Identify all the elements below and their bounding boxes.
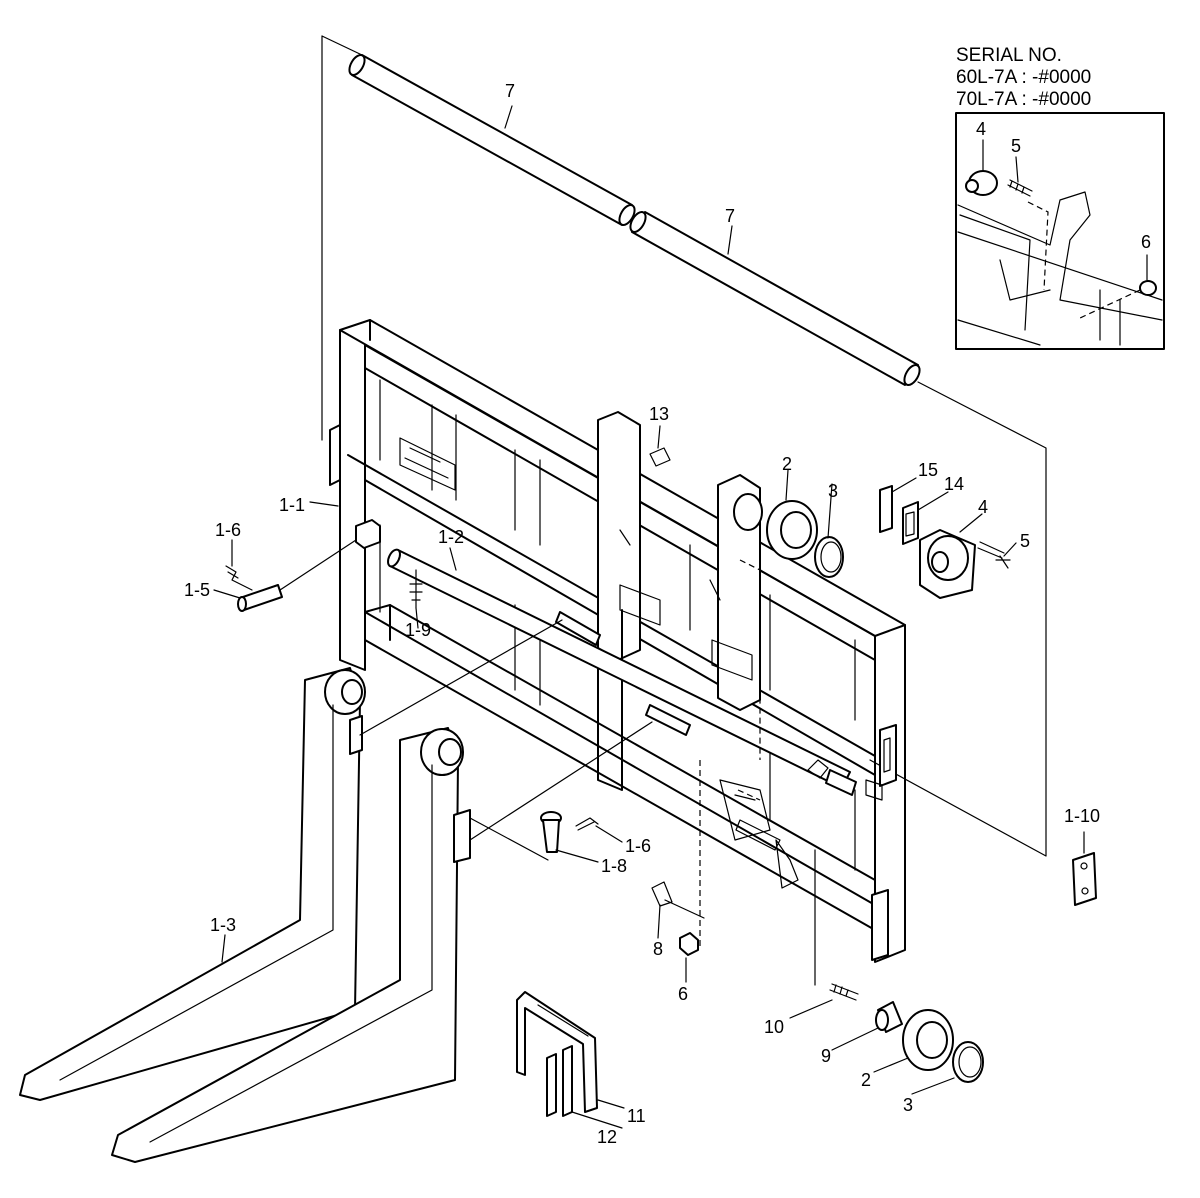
lower-bolt-part (829, 983, 859, 1001)
serial-line-1: 60L-7A : -#0000 (956, 67, 1091, 88)
side-roller-bolt-part (977, 541, 1011, 569)
callout-3-upper: 3 (828, 481, 838, 501)
serial-line-2: 70L-7A : -#0000 (956, 89, 1091, 110)
grease-fitting-part (409, 569, 423, 609)
fork-guide-lines (359, 619, 653, 861)
nut-6-part (679, 932, 699, 956)
link-pin-upper (555, 611, 601, 646)
serial-inset-frame (955, 112, 1165, 350)
fork-right-part (111, 727, 471, 1163)
callout-2-lower: 2 (861, 1070, 871, 1090)
inset-roller-part (965, 170, 998, 196)
assembly-guide-lines (321, 35, 1047, 857)
callout-1-10: 1-10 (1064, 806, 1100, 826)
inset-carriage-plate (957, 191, 1163, 321)
inset-bolt-part (1007, 179, 1033, 197)
upper-bearing-part (733, 493, 818, 560)
callout-1-6-right: 1-6 (625, 836, 651, 856)
inset-nut-part (1139, 280, 1157, 296)
stopper-block-part (355, 519, 381, 549)
link-pin-lower (645, 704, 691, 736)
callout-11: 11 (627, 1106, 646, 1126)
callout-labels: 7 7 13 2 3 15 14 4 5 1-1 1-6 1-5 1-2 1-9… (184, 81, 1100, 1147)
guard-plate-part (516, 991, 598, 1113)
callout-1-2: 1-2 (438, 527, 464, 547)
callout-1-8: 1-8 (601, 856, 627, 876)
backing-plate-part (1072, 852, 1097, 906)
cotter-pin-right-part (575, 817, 599, 831)
link-clip (807, 759, 829, 779)
shim-12-part (546, 1045, 573, 1117)
callout-1-9: 1-9 (405, 620, 431, 640)
shim-plate-15 (879, 485, 893, 533)
inset-callout-4: 4 (976, 119, 986, 139)
cross-rod-part (387, 548, 857, 796)
inset-carriage-frame (957, 214, 1163, 346)
callout-4: 4 (978, 497, 988, 517)
callout-leader-lines (213, 105, 1085, 1129)
fork-pin-part (540, 811, 562, 853)
callout-9: 9 (821, 1046, 831, 1066)
inset-callout-5: 5 (1011, 136, 1021, 156)
callout-12: 12 (597, 1127, 617, 1147)
callout-7-upper: 7 (505, 81, 515, 101)
callout-1-5: 1-5 (184, 580, 210, 600)
grease-fitting-8-part (651, 881, 705, 919)
lower-bearing-part (902, 1009, 954, 1071)
lower-snap-ring-part (952, 1041, 984, 1083)
callout-1-6-left: 1-6 (215, 520, 241, 540)
serial-heading: SERIAL NO. (956, 45, 1062, 66)
callout-10: 10 (764, 1017, 784, 1037)
callout-13: 13 (649, 404, 669, 424)
serial-inset: SERIAL NO. 60L-7A : -#0000 70L-7A : -#00… (955, 45, 1165, 350)
shaft-upper-part (348, 54, 636, 226)
callout-8: 8 (653, 939, 663, 959)
callout-1-3: 1-3 (210, 915, 236, 935)
fork-left-part (19, 667, 366, 1101)
cotter-pin-left-part (225, 565, 253, 591)
callout-15: 15 (918, 460, 938, 480)
hidden-lines (699, 559, 761, 950)
callout-3-lower: 3 (903, 1095, 913, 1115)
stopper-pin-part (237, 584, 283, 612)
lower-roller-housing (719, 779, 771, 841)
inset-leader-dashes (1027, 201, 1141, 319)
callout-5: 5 (1020, 531, 1030, 551)
stopper-leader (279, 539, 357, 591)
inset-callout-6: 6 (1141, 232, 1151, 252)
side-roller-bracket-part (919, 529, 976, 599)
callout-2-upper: 2 (782, 454, 792, 474)
carriage-frame-part (329, 319, 906, 963)
callout-7-lower: 7 (725, 206, 735, 226)
callout-6: 6 (678, 984, 688, 1004)
top-nut-part (649, 447, 671, 467)
shaft-lower-part (629, 211, 921, 386)
lower-arm (735, 819, 799, 889)
lower-spacer-part (875, 1001, 903, 1033)
callout-1-1: 1-1 (279, 495, 305, 515)
inset-leaders (982, 139, 1148, 281)
shim-plate-14 (902, 501, 919, 545)
upper-snap-ring-part (814, 536, 844, 578)
callout-14: 14 (944, 474, 964, 494)
